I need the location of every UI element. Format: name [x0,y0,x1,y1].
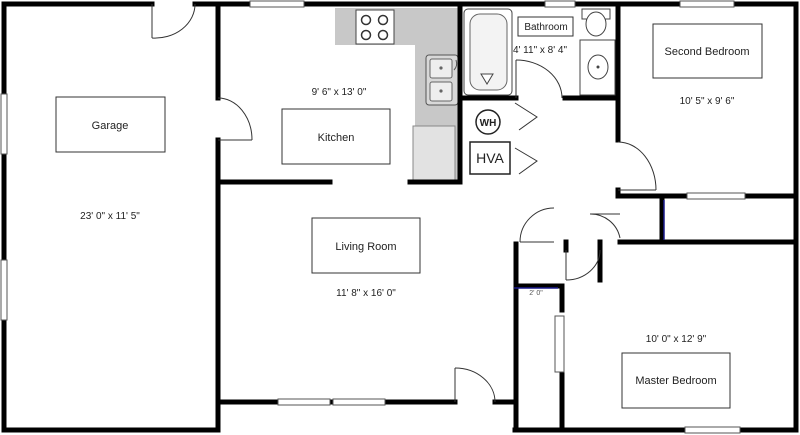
room-dims-second-bedroom: 10' 5" x 9' 6" [680,96,735,107]
stove-icon [355,9,395,45]
water-heater-label: WH [480,118,497,129]
room-name-kitchen: Kitchen [318,132,355,144]
room-kitchen: Kitchen 9' 6" x 13' 0" [281,87,391,165]
kitchen-cabinet [412,125,456,181]
windows [0,0,746,434]
room-dims-bathroom: 4' 11" x 8' 4" [513,45,568,56]
window-bottom-living-2 [332,398,386,406]
window-bottom-master [684,426,741,434]
room-dims-master-bedroom: 10' 0" x 12' 9" [646,334,707,345]
window-top-bath [544,0,576,8]
hvac-label: HVA [476,150,504,166]
bathtub-icon [463,8,513,96]
room-dims-garage: 23' 0" x 11' 5" [80,211,140,222]
kitchen-sink-icon [425,54,459,106]
room-master-bedroom: Master Bedroom 10' 0" x 12' 9" [621,334,731,409]
room-dims-kitchen: 9' 6" x 13' 0" [312,87,367,98]
window-top-kitchen [249,0,305,8]
room-living-room: Living Room 11' 8" x 16' 0" [311,217,421,299]
window-garage-left-1 [0,93,8,155]
room-name-master-bedroom: Master Bedroom [635,375,716,387]
water-heater-icon: WH [475,109,501,135]
room-name-garage: Garage [92,120,129,132]
doors [151,3,657,403]
window-top-bedroom [679,0,735,8]
room-name-living-room: Living Room [335,241,396,253]
window-garage-left-2 [0,259,8,321]
hvac-unit: HVA [469,141,511,175]
toilet-icon [581,8,611,37]
window-closet-divider [686,192,746,200]
room-second-bedroom: Second Bedroom 10' 5" x 9' 6" [652,23,763,107]
room-name-bathroom: Bathroom [524,22,567,33]
window-master-closet [554,315,565,373]
window-bottom-living-1 [277,398,331,406]
room-garage: Garage 23' 0" x 11' 5" [55,96,166,222]
room-name-second-bedroom: Second Bedroom [665,46,750,58]
room-dims-living-room: 11' 8" x 16' 0" [336,288,396,299]
closet-dimension: 2' 0" [529,290,543,297]
bathroom-sink-icon [579,39,616,96]
room-bathroom: Bathroom 4' 11" x 8' 4" [513,16,574,56]
closet-bifold-doors [514,200,665,289]
